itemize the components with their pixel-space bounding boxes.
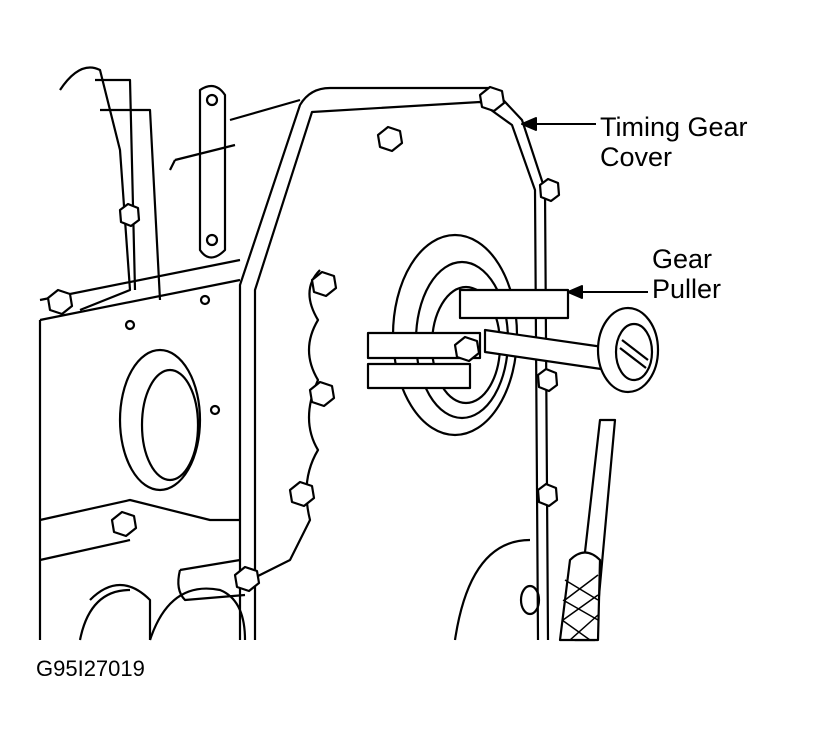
label-line: Timing Gear [600, 112, 748, 142]
label-line: Puller [652, 274, 722, 304]
gear-puller-tool [366, 288, 660, 642]
gear-puller-label: Gear Puller [652, 244, 721, 304]
figure-code: G95I27019 [36, 656, 145, 681]
callout-arrows [521, 117, 648, 299]
label-line: Gear [652, 244, 713, 274]
cover-bolts [46, 85, 561, 593]
timing-gear-cover-label: Timing Gear Cover [600, 112, 748, 172]
timing-gear-cover [177, 86, 550, 641]
label-line: Cover [600, 142, 673, 172]
engine-block [38, 66, 301, 641]
knurled-handle-grip [558, 551, 602, 642]
